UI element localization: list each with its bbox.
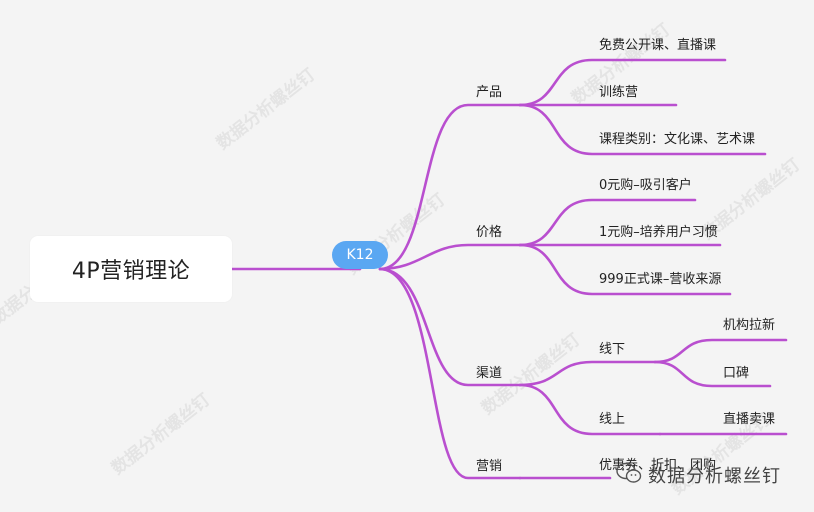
hub-node[interactable]: K12 bbox=[332, 241, 388, 269]
root-node[interactable]: 4P营销理论 bbox=[30, 236, 232, 302]
connector-offline-2 bbox=[653, 360, 772, 388]
price-item[interactable]: 999正式课–营收来源 bbox=[599, 272, 722, 287]
channel-online[interactable]: 线上 bbox=[599, 412, 626, 427]
price-item[interactable]: 1元购–培养用户习惯 bbox=[599, 225, 718, 240]
brand-text: 数据分析螺丝钉 bbox=[648, 466, 781, 487]
connector-price-3 bbox=[518, 243, 732, 296]
offline-item[interactable]: 口碑 bbox=[723, 366, 750, 381]
connector-product-1 bbox=[518, 58, 727, 107]
connector-channel-online bbox=[518, 383, 662, 436]
connector-hub-marketing bbox=[378, 267, 522, 480]
product-item[interactable]: 课程类别：文化课、艺术课 bbox=[599, 132, 756, 147]
online-item[interactable]: 直播卖课 bbox=[723, 412, 776, 427]
branch-price[interactable]: 价格 bbox=[476, 225, 503, 240]
brand-watermark: 数据分析螺丝钉 bbox=[616, 462, 781, 488]
connector-product-3 bbox=[518, 103, 767, 156]
connector-hub-price bbox=[378, 243, 522, 271]
channel-offline[interactable]: 线下 bbox=[599, 342, 626, 357]
wechat-icon bbox=[616, 462, 642, 488]
connector-channel-offline bbox=[518, 360, 657, 387]
price-item[interactable]: 0元购–吸引客户 bbox=[599, 178, 692, 193]
hub-label: K12 bbox=[346, 247, 374, 263]
offline-item[interactable]: 机构拉新 bbox=[723, 318, 776, 333]
connector-offline-1 bbox=[653, 338, 788, 364]
connector-hub-product bbox=[378, 103, 522, 271]
connector-hub-channel bbox=[378, 267, 522, 387]
product-item[interactable]: 免费公开课、直播课 bbox=[599, 38, 717, 53]
product-item[interactable]: 训练营 bbox=[599, 85, 639, 100]
root-label: 4P营销理论 bbox=[71, 259, 191, 284]
connector-price-1 bbox=[518, 198, 697, 247]
branch-channel[interactable]: 渠道 bbox=[476, 366, 503, 381]
branch-product[interactable]: 产品 bbox=[476, 85, 503, 100]
branch-marketing[interactable]: 营销 bbox=[476, 459, 503, 474]
